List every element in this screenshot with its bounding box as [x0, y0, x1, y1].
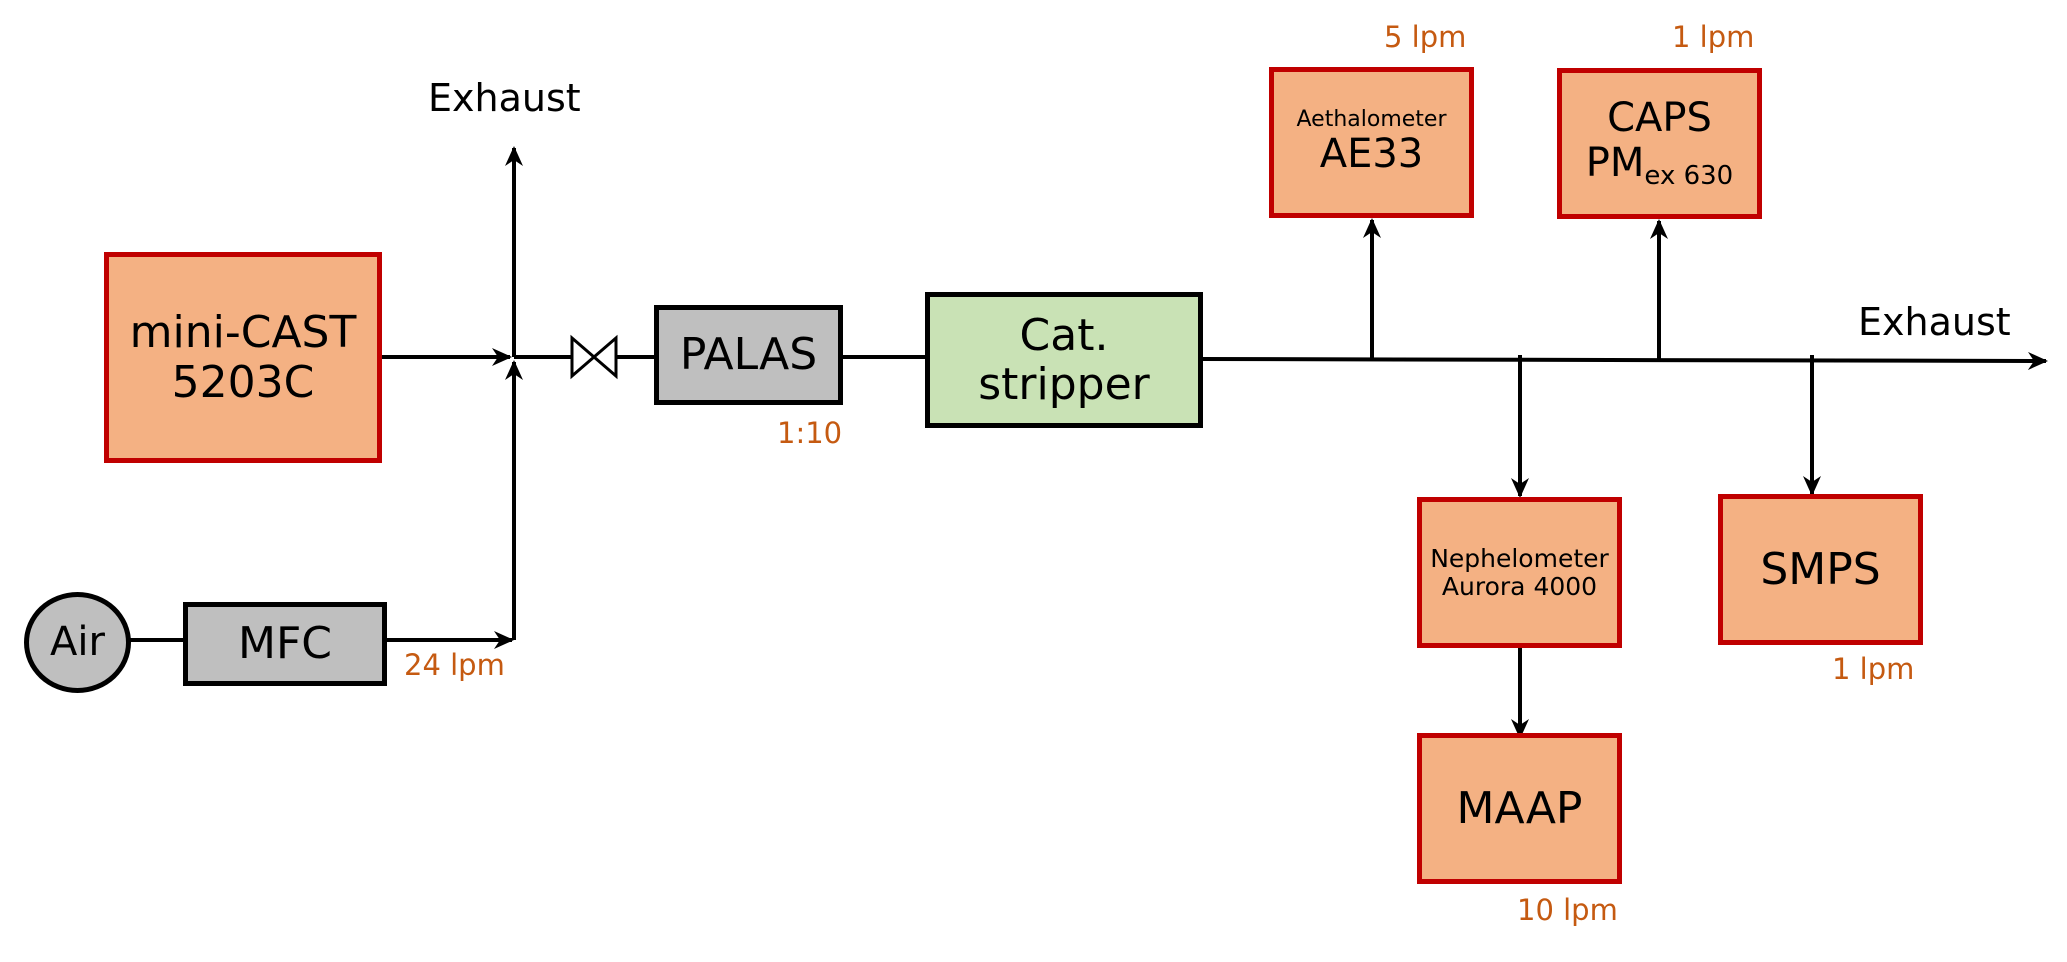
nephelometer-name: Nephelometer [1430, 543, 1609, 573]
exhaust-label-right: Exhaust [1858, 300, 2011, 344]
caps-pmex-box[interactable]: CAPS PMex 630 [1557, 68, 1762, 219]
air-source-circle[interactable]: Air [24, 592, 131, 693]
caps-flow-label: 1 lpm [1672, 20, 1755, 54]
smps-box[interactable]: SMPS [1718, 494, 1923, 645]
minicast-model: 5203C [171, 356, 315, 408]
catalytic-stripper-box[interactable]: Cat. stripper [925, 292, 1203, 428]
stripper-line2: stripper [978, 359, 1150, 410]
maap-flow-label: 10 lpm [1517, 893, 1618, 927]
nephelometer-model: Aurora 4000 [1441, 571, 1598, 601]
palas-dilution-label: 1:10 [777, 416, 843, 450]
line-main-to-exhaust [1201, 351, 2048, 370]
palas-box[interactable]: PALAS [654, 305, 843, 405]
smps-flow-label: 1 lpm [1832, 652, 1915, 686]
caps-model-subscript: ex 630 [1644, 160, 1734, 191]
maap-label: MAAP [1456, 782, 1583, 834]
valve-icon [570, 334, 618, 380]
mfc-flow-label: 24 lpm [404, 648, 505, 682]
caps-name: CAPS [1607, 95, 1712, 142]
stripper-line1: Cat. [1019, 309, 1109, 361]
minicast-name: mini-CAST [129, 307, 357, 359]
exhaust-label-left: Exhaust [428, 76, 581, 120]
aethalometer-model: AE33 [1319, 131, 1424, 178]
palas-label: PALAS [679, 329, 818, 381]
minicast-5203c-box[interactable]: mini-CAST 5203C [104, 252, 382, 463]
aethalometer-name: Aethalometer [1296, 106, 1447, 132]
nephelometer-aurora-box[interactable]: Nephelometer Aurora 4000 [1417, 497, 1622, 648]
aethalometer-ae33-box[interactable]: Aethalometer AE33 [1269, 67, 1474, 218]
aethalometer-flow-label: 5 lpm [1384, 20, 1467, 54]
maap-box[interactable]: MAAP [1417, 733, 1622, 884]
mfc-box[interactable]: MFC [183, 602, 387, 686]
air-label: Air [50, 619, 105, 666]
caps-model: PMex 630 [1585, 139, 1734, 191]
caps-model-main: PM [1585, 139, 1645, 186]
mfc-label: MFC [238, 618, 332, 670]
smps-label: SMPS [1760, 543, 1881, 595]
